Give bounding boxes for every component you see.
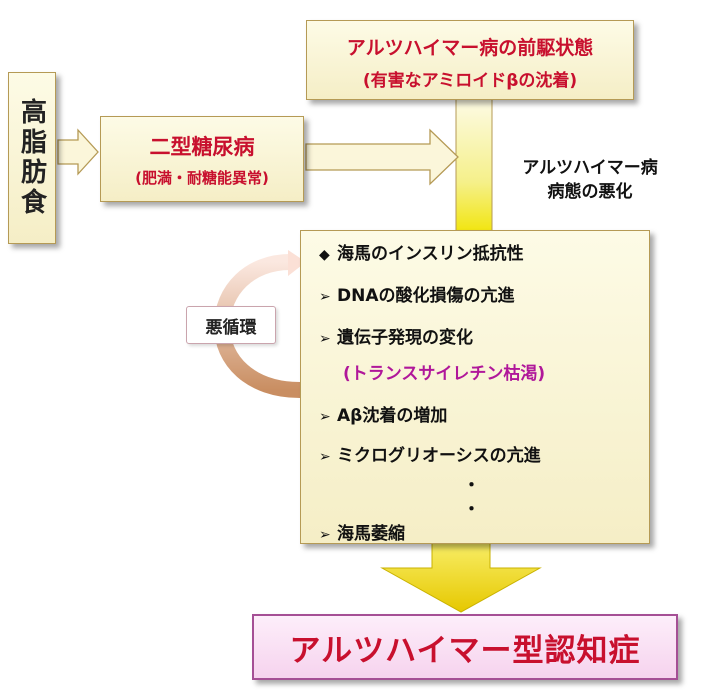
pathology-item-4: (トランスサイレチン枯渇) (343, 364, 546, 384)
chevron-arrow-icon: ➢ (319, 527, 331, 543)
pathology-item-5: ➢Aβ沈着の増加 (319, 406, 448, 426)
vicious-cycle-label-box: 悪循環 (186, 306, 276, 344)
chevron-arrow-icon: ➢ (319, 449, 331, 465)
chevron-arrow-icon: ➢ (319, 331, 331, 347)
type2-diabetes-title: 二型糖尿病 (149, 135, 255, 159)
vertical-connector (455, 97, 493, 239)
pathology-item-2: ➢DNAの酸化損傷の亢進 (319, 286, 515, 306)
vicious-cycle-label: 悪循環 (205, 317, 257, 338)
pathology-box: ◆海馬のインスリン抵抗性 ➢DNAの酸化損傷の亢進 ➢遺伝子発現の変化 (トラン… (300, 230, 650, 544)
pathology-item-6: ➢ミクログリオーシスの亢進 (319, 446, 541, 466)
type2-diabetes-box: 二型糖尿病 (肥満・耐糖能異常) (100, 116, 304, 202)
vicious-cycle-arrowhead (288, 250, 306, 276)
worsening-line2: 病態の悪化 (547, 182, 633, 202)
high-fat-diet-label: 高脂肪食 (16, 98, 47, 218)
pathology-ellipsis-dot-1: ・ (463, 476, 480, 496)
pathology-item-3: ➢遺伝子発現の変化 (319, 328, 473, 348)
arrow-cause-to-diabetes (57, 128, 99, 176)
pathology-item-7: ➢海馬萎縮 (319, 524, 405, 544)
pathology-ellipsis-dot-2: ・ (463, 500, 480, 520)
chevron-arrow-icon: ➢ (319, 289, 331, 305)
chevron-arrow-icon: ➢ (319, 409, 331, 425)
high-fat-diet-box: 高脂肪食 (8, 72, 56, 244)
precursor-line2: (有害なアミロイドβの沈着) (362, 71, 578, 91)
worsening-label: アルツハイマー病 病態の悪化 (500, 156, 680, 204)
worsening-line1: アルツハイマー病 (522, 158, 658, 178)
precursor-line1: アルツハイマー病の前駆状態 (346, 37, 594, 59)
outcome-label: アルツハイマー型認知症 (289, 632, 641, 669)
big-down-arrow (380, 539, 542, 613)
diamond-icon: ◆ (319, 247, 330, 263)
outcome-box: アルツハイマー型認知症 (252, 614, 678, 680)
precursor-state-box: アルツハイマー病の前駆状態 (有害なアミロイドβの沈着) (306, 20, 634, 100)
arrow-diabetes-to-connector (305, 128, 459, 186)
type2-diabetes-subtitle: (肥満・耐糖能異常) (135, 169, 269, 187)
pathology-item-1: ◆海馬のインスリン抵抗性 (319, 244, 524, 264)
